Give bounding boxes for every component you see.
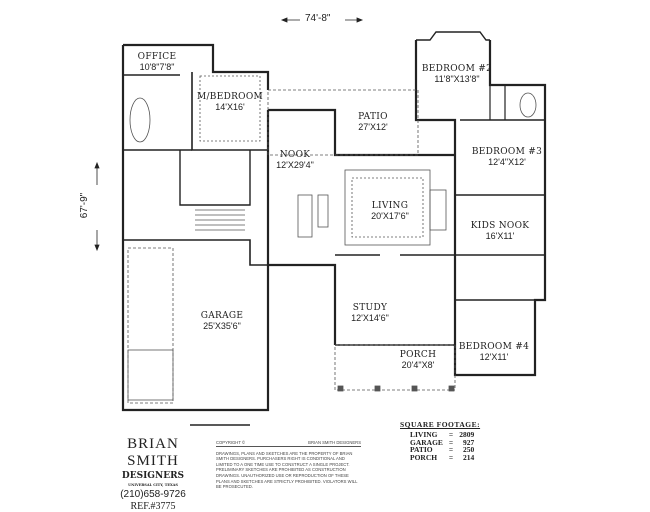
square-footage-table: SQUARE FOOTAGE: LIVING=2809 GARAGE=927 P…: [400, 420, 480, 461]
table-row: PORCH=214: [407, 452, 477, 462]
width-dimension: 74'-8": [305, 13, 331, 24]
copyright-owner: BRIAN SMITH DESIGNERS: [308, 440, 361, 445]
copyright-label: COPYRIGHT ©: [216, 440, 246, 445]
room-name: BEDROOM #4: [458, 342, 530, 352]
room-size: 20'4"X8': [401, 360, 435, 370]
room-size: 12'X11': [479, 352, 509, 362]
room-size: 12'X14'6": [351, 313, 389, 323]
square-footage-title: SQUARE FOOTAGE:: [400, 420, 481, 429]
table-row: PATIO=250: [407, 446, 477, 454]
row-value: 250: [462, 445, 475, 454]
room-name: PORCH: [399, 350, 437, 360]
room-name: STUDY: [352, 303, 388, 313]
room-size: 10'8"7'8": [139, 62, 175, 72]
room-size: 12'X29'4": [276, 160, 314, 170]
depth-dimension: 67'-9": [79, 192, 91, 219]
row-label: LIVING: [410, 430, 438, 439]
row-label: PORCH: [410, 452, 438, 462]
row-label: PATIO: [410, 445, 433, 454]
table-row: LIVING=2809: [407, 431, 477, 439]
designer-phone: (210)658-9726: [120, 489, 186, 500]
table-row: GARAGE=927: [407, 437, 477, 447]
room-name: BEDROOM #2: [421, 64, 493, 74]
room-size: 12'4"X12': [488, 157, 526, 167]
room-name: GARAGE: [200, 311, 244, 321]
plan-reference: REF.#3775: [130, 501, 176, 512]
designer-block: BRIAN SMITH DESIGNERS UNIVERSAL CITY, TE…: [108, 436, 198, 512]
room-size: 20'X17'6": [371, 211, 409, 221]
room-name: M/BEDROOM: [196, 92, 264, 102]
row-value: 927: [462, 437, 475, 447]
row-label: GARAGE: [410, 437, 443, 447]
designer-location: UNIVERSAL CITY, TEXAS: [128, 483, 178, 487]
room-size: 27'X12': [358, 122, 388, 132]
copyright-text: DRAWINGS, PLANS AND SKETCHES ARE THE PRO…: [216, 450, 358, 490]
row-value: 214: [462, 452, 475, 462]
room-name: PATIO: [358, 112, 388, 122]
room-size: 14'X16': [215, 102, 245, 112]
room-name: NOOK: [279, 150, 311, 160]
room-name: KIDS NOOK: [470, 221, 530, 231]
room-name: LIVING: [371, 201, 409, 211]
room-name: OFFICE: [137, 52, 177, 62]
designer-name: BRIAN SMITH: [127, 436, 179, 469]
room-size: 25'X35'6": [203, 321, 241, 331]
room-name: BEDROOM #3: [471, 147, 543, 157]
copyright-block: COPYRIGHT © BRIAN SMITH DESIGNERS DRAWING…: [216, 440, 361, 490]
designer-sub: DESIGNERS: [121, 471, 185, 481]
row-value: 2809: [459, 430, 475, 439]
room-size: 16'X11': [485, 231, 515, 241]
room-size: 11'8"X13'8": [434, 74, 480, 84]
